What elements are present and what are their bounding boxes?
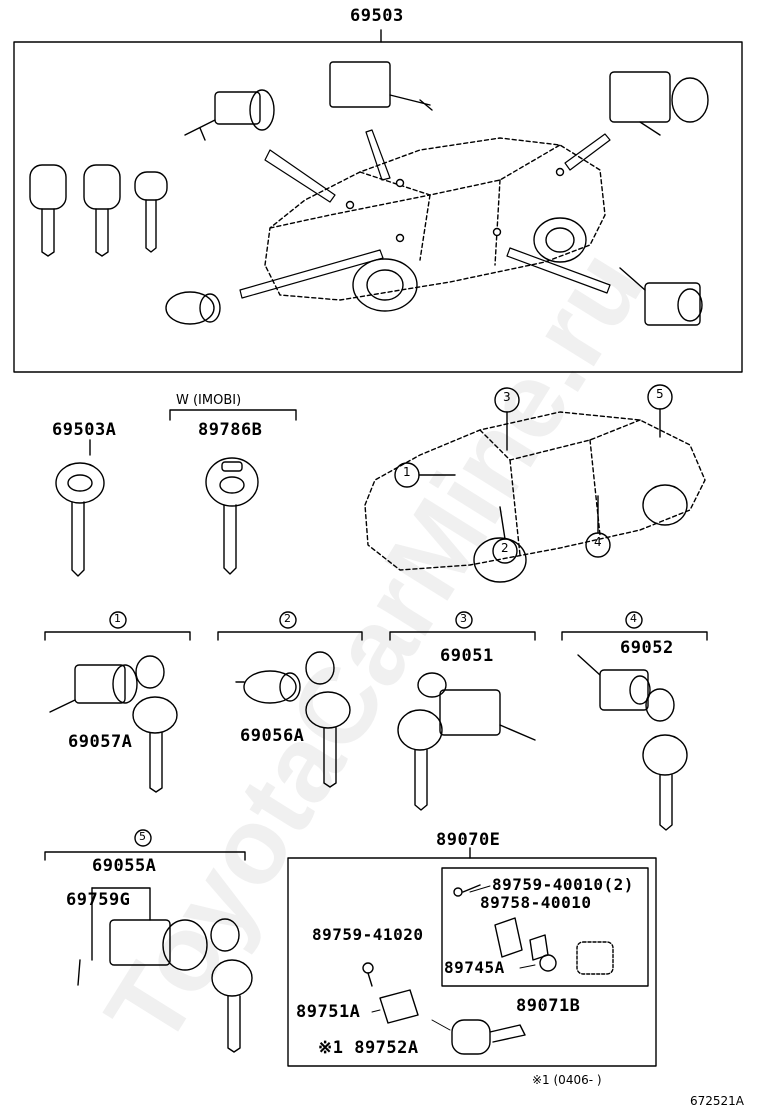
label-key-imobi: 89786B [198,420,263,440]
group1-drawing [49,655,178,793]
label-transmitter-group: 89070E [436,830,501,850]
main-car-arrows [239,129,611,299]
car-marker-4: 4 [594,535,602,549]
label-group1-part: 69057A [68,732,133,752]
main-car-drawing [264,137,606,301]
label-group2-part: 69056A [240,726,305,746]
car-marker-2: 2 [501,541,509,555]
label-case: 89751A [296,1002,361,1022]
transmitter-sub-frame [441,867,649,987]
main-door-lock-cylinder [329,61,433,111]
group2-marker: 2 [284,612,291,625]
label-cover: 89758-40010 [480,893,592,912]
label-group3-part: 69051 [440,646,494,666]
group4-drawing [577,654,688,831]
car-marker-1: 1 [403,465,411,479]
transmitter-frame [287,857,657,1067]
group3-drawing [397,672,536,811]
group1-marker: 1 [114,612,121,625]
label-group5-part-b: 69759G [66,890,131,910]
main-glove-lock [165,291,221,325]
group2-drawing [235,651,351,788]
key-plain-drawing [55,462,105,577]
label-key-transmitter: ※1 89752A [318,1038,419,1058]
main-trunk-lock [609,71,709,136]
main-keys [29,164,168,257]
imobi-bracket [169,409,297,421]
label-transmitter-sub: 89071B [516,996,581,1016]
label-screw-top: 89759-40010(2) [492,875,634,894]
reference-car-wheels [473,484,688,583]
label-key-plain: 69503A [52,420,117,440]
main-car-points [345,167,565,243]
group3-marker: 3 [460,612,467,625]
transmitter-leaders [371,885,536,1031]
label-main-assembly: 69503 [350,6,404,26]
main-car-wheels [352,217,587,312]
diagram-code: 672521A [690,1094,745,1108]
label-battery: 89745A [444,958,505,977]
transmitter-parts [362,884,614,1055]
main-ignition-cylinder [184,89,275,141]
footnote: ※1 (0406- ) [532,1073,602,1087]
car-marker-5: 5 [656,387,664,401]
reference-car-markers [394,384,673,564]
label-group5-part-a: 69055A [92,856,157,876]
group5-marker: 5 [139,830,146,843]
label-screw-outer: 89759-41020 [312,925,424,944]
main-assembly-frame [13,41,743,373]
group5-drawing [77,887,253,1053]
label-imobi-group: W (IMOBI) [176,393,242,408]
main-rear-lock [619,267,703,326]
car-marker-3: 3 [503,390,511,404]
group4-marker: 4 [630,612,637,625]
label-group4-part: 69052 [620,638,674,658]
reference-car [364,411,706,571]
key-imobi-drawing [205,457,259,575]
group-brackets [44,611,708,861]
